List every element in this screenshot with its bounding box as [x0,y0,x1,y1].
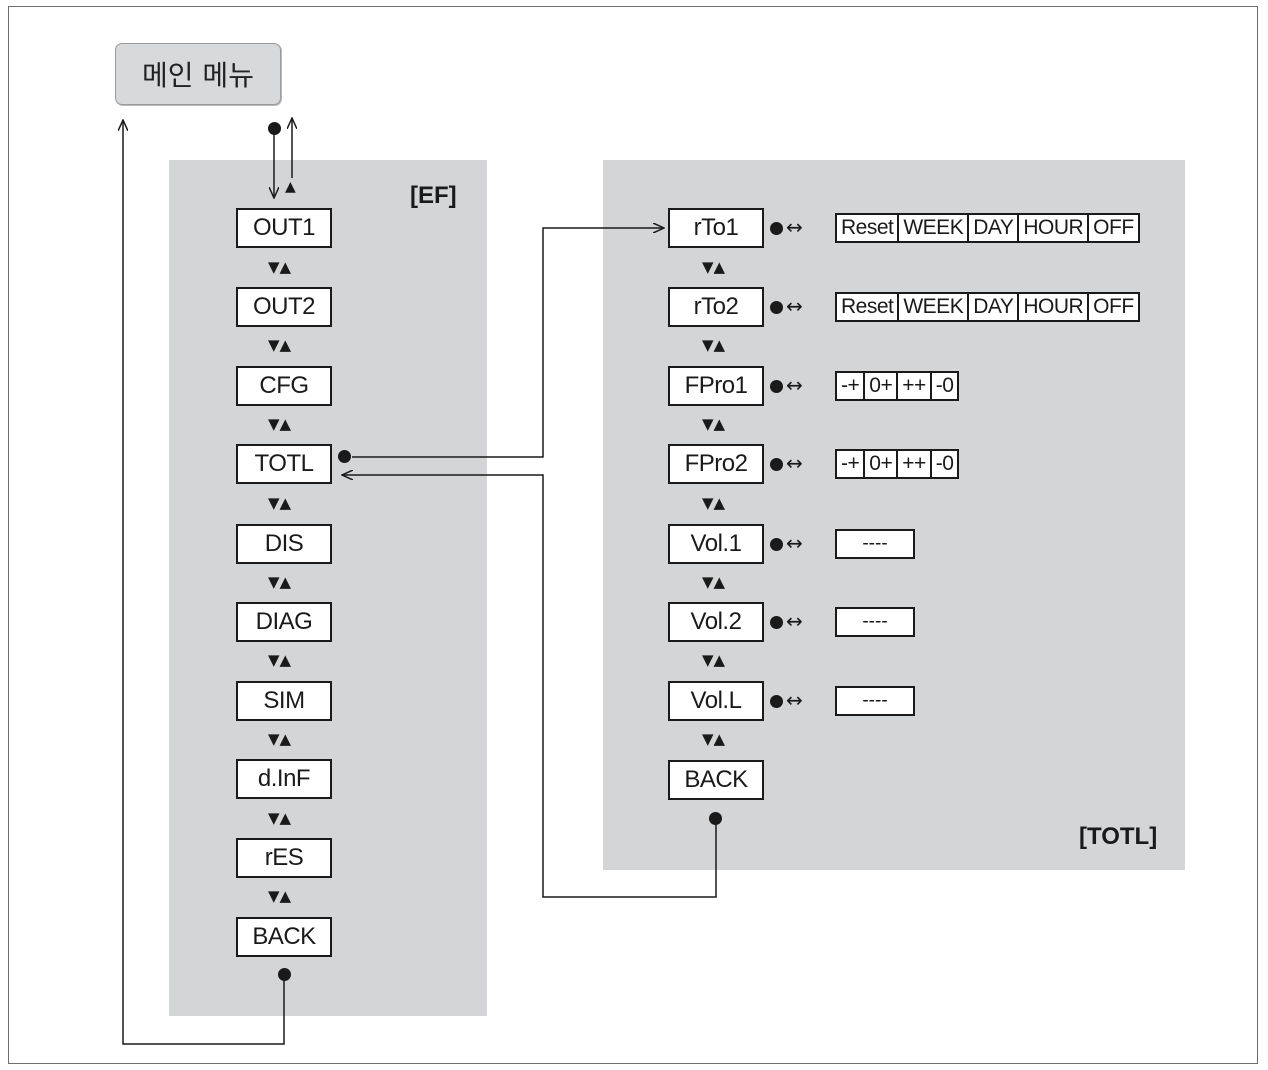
bidirectional-arrow-icon: ↔ [786,373,803,397]
menu-item-sim[interactable]: SIM [236,681,332,721]
totl-item-rto1[interactable]: rTo1 [668,208,764,248]
select-dot-icon [770,538,783,551]
option-minus-plus[interactable]: -+ [837,373,866,399]
select-dot-icon [770,301,783,314]
option-off[interactable]: OFF [1093,295,1134,318]
rto1-options: Reset WEEK DAY HOUR OFF [835,213,1140,243]
option-minus-zero[interactable]: -0 [935,374,954,397]
nav-arrows-icon: ▼▲ [268,258,292,276]
option-plus-plus[interactable]: ++ [898,373,932,399]
select-dot-icon [278,968,291,981]
option-zero-plus[interactable]: 0+ [865,373,899,399]
nav-arrows-icon: ▼▲ [268,887,292,905]
option-hour[interactable]: HOUR [1019,294,1090,320]
totl-item-fpro1[interactable]: FPro1 [668,366,764,406]
totl-item-voll[interactable]: Vol.L [668,681,764,721]
menu-item-out1[interactable]: OUT1 [236,208,332,248]
nav-arrows-icon: ▼▲ [702,730,726,748]
option-reset[interactable]: Reset [837,215,900,241]
nav-arrows-icon: ▼▲ [702,651,726,669]
totl-item-vol2[interactable]: Vol.2 [668,602,764,642]
option-day[interactable]: DAY [969,294,1020,320]
up-arrow-icon: ▲ [285,179,296,195]
option-minus-zero[interactable]: -0 [935,452,954,475]
vol2-display: ---- [835,607,915,637]
totl-item-vol1[interactable]: Vol.1 [668,524,764,564]
nav-arrows-icon: ▼▲ [268,809,292,827]
select-dot-icon [770,458,783,471]
menu-item-out2[interactable]: OUT2 [236,287,332,327]
nav-arrows-icon: ▼▲ [268,494,292,512]
diagram-frame [8,6,1258,1064]
menu-item-cfg[interactable]: CFG [236,366,332,406]
select-dot-icon [770,222,783,235]
option-week[interactable]: WEEK [899,215,970,241]
nav-arrows-icon: ▼▲ [702,573,726,591]
option-day[interactable]: DAY [969,215,1020,241]
menu-item-dinf[interactable]: d.InF [236,759,332,799]
menu-item-dis[interactable]: DIS [236,524,332,564]
nav-arrows-icon: ▼▲ [268,415,292,433]
connector-line [352,228,664,458]
nav-arrows-icon: ▼▲ [268,573,292,591]
menu-item-back[interactable]: BACK [236,917,332,957]
option-off[interactable]: OFF [1093,216,1134,239]
bidirectional-arrow-icon: ↔ [786,609,803,633]
option-reset[interactable]: Reset [837,294,900,320]
nav-arrows-icon: ▼▲ [702,415,726,433]
select-dot-icon [338,450,351,463]
nav-arrows-icon: ▼▲ [702,494,726,512]
option-zero-plus[interactable]: 0+ [865,451,899,477]
vol1-display: ---- [835,529,915,559]
totl-item-back[interactable]: BACK [668,760,764,800]
menu-item-res[interactable]: rES [236,838,332,878]
bidirectional-arrow-icon: ↔ [786,531,803,555]
nav-arrows-icon: ▼▲ [268,336,292,354]
fpro2-options: -+ 0+ ++ -0 [835,449,960,479]
option-hour[interactable]: HOUR [1019,215,1090,241]
voll-display: ---- [835,686,915,716]
totl-item-rto2[interactable]: rTo2 [668,287,764,327]
totl-panel-label: [TOTL] [1079,823,1158,850]
option-plus-plus[interactable]: ++ [898,451,932,477]
select-dot-icon [268,122,281,135]
nav-arrows-icon: ▼▲ [702,258,726,276]
connector-line [123,120,285,1045]
connector-line [342,475,717,898]
fpro1-options: -+ 0+ ++ -0 [835,371,960,401]
select-dot-icon [770,616,783,629]
select-dot-icon [770,380,783,393]
option-minus-plus[interactable]: -+ [837,451,866,477]
nav-arrows-icon: ▼▲ [702,336,726,354]
bidirectional-arrow-icon: ↔ [786,294,803,318]
bidirectional-arrow-icon: ↔ [786,451,803,475]
rto2-options: Reset WEEK DAY HOUR OFF [835,292,1140,322]
select-dot-icon [709,812,722,825]
bidirectional-arrow-icon: ↔ [786,688,803,712]
main-menu-button[interactable]: 메인 메뉴 [115,43,281,105]
totl-item-fpro2[interactable]: FPro2 [668,444,764,484]
select-dot-icon [770,695,783,708]
nav-arrows-icon: ▼▲ [268,651,292,669]
menu-item-diag[interactable]: DIAG [236,602,332,642]
option-week[interactable]: WEEK [899,294,970,320]
bidirectional-arrow-icon: ↔ [786,215,803,239]
nav-arrows-icon: ▼▲ [268,730,292,748]
ef-panel-label: [EF] [410,182,457,209]
menu-item-totl[interactable]: TOTL [236,444,332,484]
totl-panel: [TOTL] [603,160,1185,870]
